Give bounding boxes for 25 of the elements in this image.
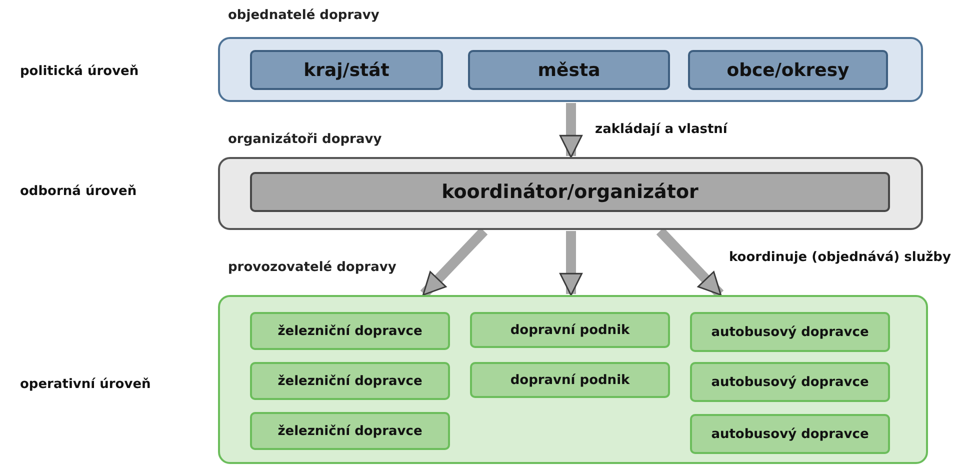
process-box: autobusový dopravce (690, 362, 890, 402)
block-arrow (559, 231, 583, 296)
group-container (218, 8, 923, 102)
process-box: železniční dopravce (250, 362, 450, 400)
edge-label: zakládají a vlastní (593, 122, 730, 137)
group-heading: objednatelé dopravy (228, 8, 380, 23)
block-arrow (559, 103, 583, 158)
process-box: autobusový dopravce (690, 312, 890, 352)
group-heading: provozovatelé dopravy (228, 260, 396, 275)
level-label: operativní úroveň (20, 377, 151, 392)
process-box: dopravní podnik (470, 312, 670, 348)
process-box: kraj/stát (250, 50, 443, 90)
level-label: politická úroveň (20, 64, 139, 79)
process-box: dopravní podnik (470, 362, 670, 398)
group-heading: organizátoři dopravy (228, 132, 382, 147)
block-arrow (656, 228, 724, 298)
process-box: železniční dopravce (250, 312, 450, 350)
process-box: města (468, 50, 670, 90)
level-label: odborná úroveň (20, 184, 137, 199)
block-arrow (420, 228, 488, 298)
process-box: železniční dopravce (250, 412, 450, 450)
process-box: obce/okresy (688, 50, 888, 90)
process-box: autobusový dopravce (690, 414, 890, 454)
process-box: koordinátor/organizátor (250, 172, 890, 212)
edge-label: koordinuje (objednává) služby (727, 250, 953, 265)
